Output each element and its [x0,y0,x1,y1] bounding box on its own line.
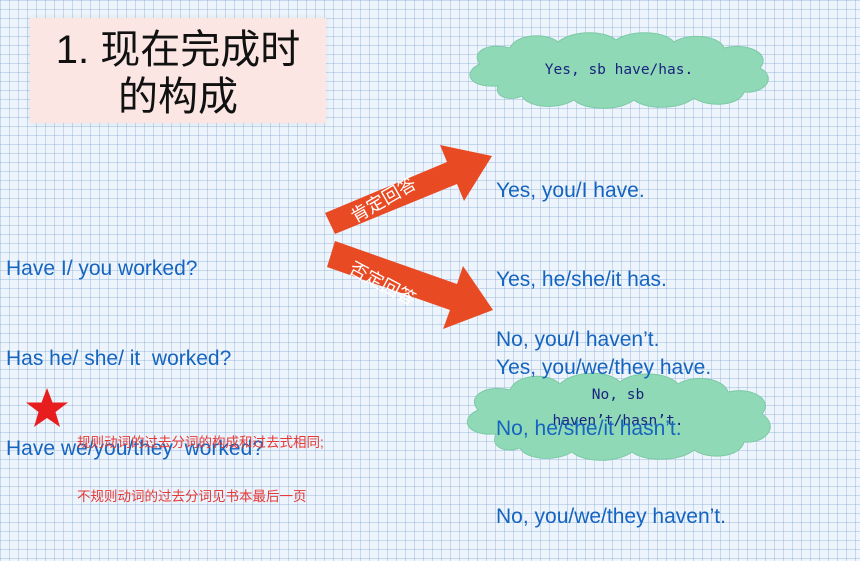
arrow-yes-icon [325,145,492,234]
title-box: 1. 现在完成时 的构成 [30,18,326,123]
cloud-no-summary: No, sb haven’t/hasn’t. [456,368,780,464]
yes-answer-line: Yes, you/I have. [496,179,645,202]
questions-list: Have I/ you worked? Has he/ she/ it work… [6,194,264,494]
cloud-no-line1: No, sb [591,387,645,403]
page-title-line2: 的构成 [118,75,238,119]
note-line2: 不规则动词的过去分词见书本最后一页 [77,489,307,504]
note-line1: 规则动词的过去分词的构成和过去式相同; [77,435,324,450]
arrow-no-icon [327,241,493,329]
yes-answers-list: Yes, you/I have. Yes, he/she/it has. Yes… [496,117,711,412]
no-answer-line: No, he/she/it hasn’t. [496,416,682,440]
cloud-no-line2: haven’t/hasn’t. [552,413,684,429]
page-title-line1: 1. 现在完成时 [55,28,301,72]
note-text: 规则动词的过去分词的构成和过去式相同; 不规则动词的过去分词见书本最后一页 [77,398,324,524]
cloud-yes-text: Yes, sb have/has. [544,62,694,78]
no-answer-line: No, you/I haven’t. [496,328,660,351]
cloud-yes-summary: Yes, sb have/has. [458,28,780,112]
question-line: Has he/ she/ it worked? [6,347,232,370]
cloud-shape-icon [469,32,769,109]
arrows-layer [325,145,493,329]
cloud-shape-icon [467,372,771,461]
star-icon [26,388,68,427]
yes-answer-line: Yes, he/she/it has. [496,267,667,291]
yes-answer-line: Yes, you/we/they have. [496,356,712,379]
question-line: Have we/you/they worked? [6,437,264,460]
question-line: Have I/ you worked? [6,257,198,280]
no-answers-list: No, you/I haven’t. No, he/she/it hasn’t.… [496,266,726,561]
no-answer-line: No, you/we/they haven’t. [496,505,726,528]
